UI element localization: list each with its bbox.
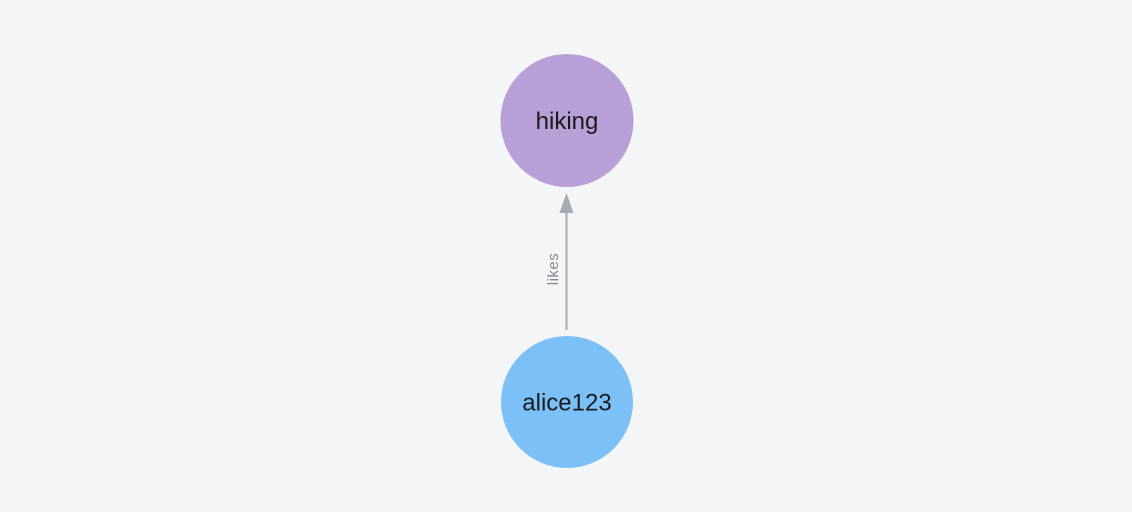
edge-label: likes bbox=[545, 253, 562, 286]
node-hiking-label: hiking bbox=[536, 108, 599, 135]
arrowhead-icon bbox=[559, 193, 574, 213]
node-hiking[interactable]: hiking bbox=[500, 54, 634, 187]
node-hiking-circle bbox=[500, 54, 634, 187]
node-alice123[interactable]: alice123 bbox=[501, 336, 633, 468]
node-alice123-label: alice123 bbox=[522, 389, 611, 416]
node-alice123-circle bbox=[501, 336, 633, 468]
edge-likes[interactable]: likes bbox=[545, 193, 574, 330]
